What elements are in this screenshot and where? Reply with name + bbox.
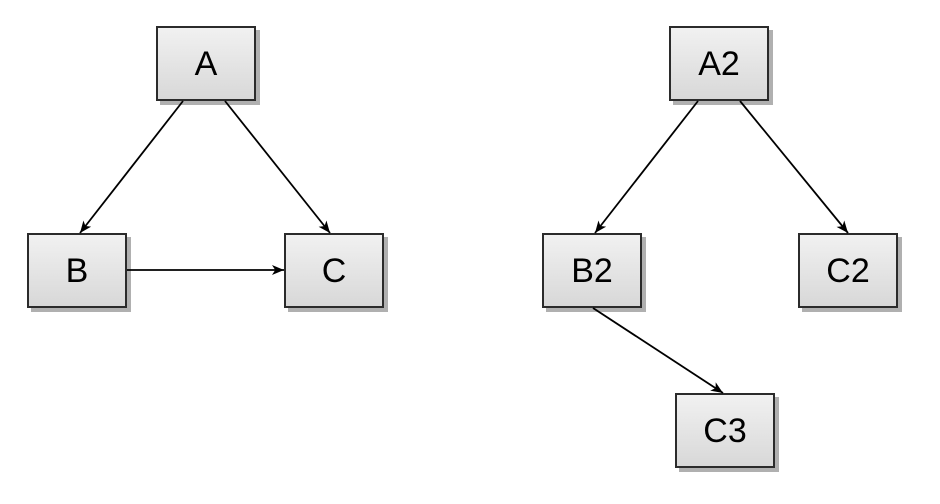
node-B2: B2	[542, 233, 642, 308]
node-label-A: A	[194, 44, 218, 83]
node-label-B2: B2	[571, 251, 613, 290]
node-label-B: B	[65, 251, 89, 290]
node-C2: C2	[798, 233, 898, 308]
node-A: A	[156, 26, 256, 101]
node-label-C3: C3	[703, 411, 747, 450]
node-label-C: C	[321, 251, 347, 290]
node-label-A2: A2	[698, 44, 740, 83]
node-label-C2: C2	[826, 251, 870, 290]
node-A2: A2	[669, 26, 769, 101]
node-B: B	[27, 233, 127, 308]
node-C3: C3	[675, 393, 775, 468]
node-C: C	[284, 233, 384, 308]
